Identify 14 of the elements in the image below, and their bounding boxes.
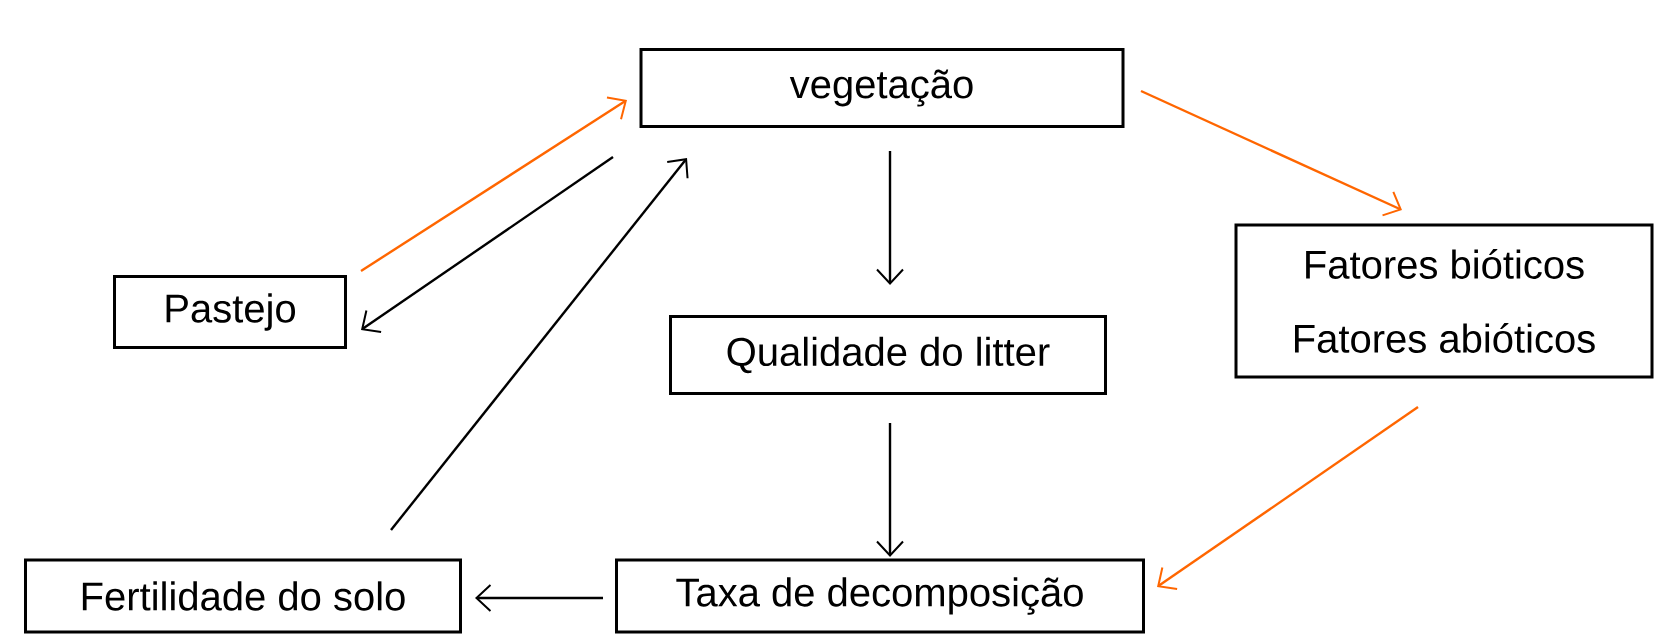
arrow — [361, 156, 614, 333]
arrow — [390, 158, 689, 531]
text-box: Taxa de decomposição — [615, 558, 1145, 634]
text-box: Pastejo — [113, 275, 347, 349]
arrow — [1157, 406, 1419, 590]
arrow — [1140, 89, 1402, 217]
text-box: Fatores bióticos Fatores abióticos — [1234, 223, 1654, 379]
text-box: vegetação — [639, 48, 1125, 128]
text-box: Qualidade do litter — [669, 315, 1107, 395]
arrow — [876, 151, 904, 285]
arrow — [475, 584, 603, 612]
arrow — [876, 423, 904, 557]
text-box: Fertilidade do solo — [24, 558, 462, 634]
arrow — [360, 96, 627, 272]
